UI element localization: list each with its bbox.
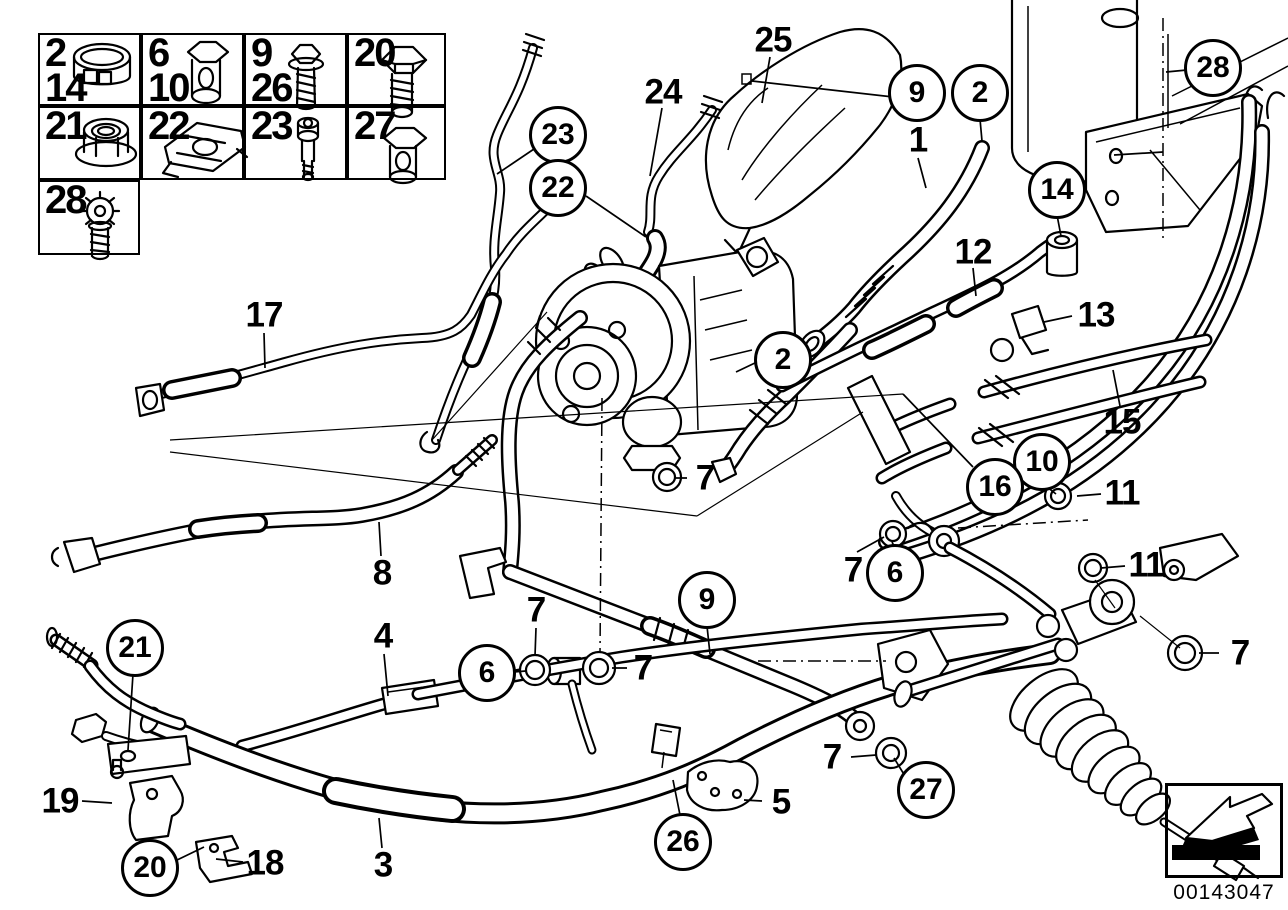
hose-4 xyxy=(242,619,1002,746)
callout-9[interactable]: 9 xyxy=(678,571,736,629)
twin-hoses-right xyxy=(880,340,1206,478)
callout-27[interactable]: 27 xyxy=(897,761,955,819)
callout-21[interactable]: 21 xyxy=(106,619,164,677)
callout-14[interactable]: 14 xyxy=(1028,161,1086,219)
legend-icon-hose-clamp xyxy=(72,42,132,86)
callout-5[interactable]: 5 xyxy=(771,782,791,822)
callout-19[interactable]: 19 xyxy=(41,781,80,821)
callout-16[interactable]: 16 xyxy=(966,458,1024,516)
legend-icon-hex-bolt xyxy=(380,45,428,119)
callout-26[interactable]: 26 xyxy=(654,813,712,871)
callout-24[interactable]: 24 xyxy=(644,72,683,112)
callout-6[interactable]: 6 xyxy=(866,544,924,602)
steering-rack xyxy=(876,532,1260,882)
callout-7[interactable]: 7 xyxy=(822,737,842,777)
legend-icon-shoulder-pin xyxy=(296,116,320,182)
callout-7[interactable]: 7 xyxy=(1230,633,1250,673)
callout-6[interactable]: 6 xyxy=(458,644,516,702)
callout-11[interactable]: 11 xyxy=(1104,473,1141,513)
hose-clamp-26 xyxy=(650,722,682,769)
pipe-17 xyxy=(134,200,556,418)
callout-22[interactable]: 22 xyxy=(529,159,587,217)
legend-icon-banjo-bolt-6 xyxy=(186,40,230,105)
callout-9[interactable]: 9 xyxy=(888,64,946,122)
o-ring-seals xyxy=(518,461,1204,770)
drawing-number: 00143047 xyxy=(1173,881,1275,904)
callout-7[interactable]: 7 xyxy=(695,458,715,498)
pipe-bracket xyxy=(458,546,508,600)
legend-icon-flange-nut xyxy=(74,117,138,168)
callout-20[interactable]: 20 xyxy=(121,839,179,897)
callout-18[interactable]: 18 xyxy=(246,843,285,883)
hose-8 xyxy=(50,438,494,574)
callout-3[interactable]: 3 xyxy=(373,845,393,885)
clamp-18 xyxy=(194,834,254,884)
clip-13 xyxy=(989,304,1050,363)
leader-lines xyxy=(81,56,1219,863)
legend-cell-21[interactable]: 21 xyxy=(38,106,141,180)
legend-number: 28 xyxy=(45,178,87,222)
callout-25[interactable]: 25 xyxy=(754,20,793,60)
legend-number: 9 xyxy=(251,31,273,75)
callout-7[interactable]: 7 xyxy=(526,590,546,630)
pipe-24 xyxy=(648,94,724,232)
hose-to-rack xyxy=(950,548,1050,614)
legend-number: 20 xyxy=(354,31,396,75)
pressure-pipe-9 xyxy=(510,572,876,742)
center-line xyxy=(599,397,603,655)
pressure-line-bracket-16 xyxy=(846,374,938,535)
center-line xyxy=(758,519,1089,662)
direction-arrow-box xyxy=(1165,783,1283,878)
direction-arrow-icon xyxy=(1172,792,1274,860)
bushing-14 xyxy=(1045,230,1079,277)
callout-4[interactable]: 4 xyxy=(373,616,393,656)
callout-1[interactable]: 1 xyxy=(908,120,928,160)
legend-cell-20[interactable]: 20 xyxy=(347,33,446,106)
legend-number: 26 xyxy=(251,66,293,110)
suction-pipe xyxy=(419,32,546,454)
legend-number: 27 xyxy=(354,104,396,148)
legend-number: 14 xyxy=(45,66,87,110)
callout-7[interactable]: 7 xyxy=(843,550,863,590)
power-steering-pump xyxy=(534,236,799,472)
legend-cell-22[interactable]: 22 xyxy=(141,106,244,180)
legend-number: 22 xyxy=(148,104,190,148)
legend-number: 10 xyxy=(148,66,190,110)
callout-11[interactable]: 11 xyxy=(1128,545,1165,585)
legend-number: 2 xyxy=(45,31,67,75)
callout-15[interactable]: 15 xyxy=(1103,402,1142,442)
callout-12[interactable]: 12 xyxy=(954,232,993,272)
legend-cell-27[interactable]: 27 xyxy=(347,106,446,180)
suction-hose-run xyxy=(509,318,580,572)
legend-number: 23 xyxy=(251,104,293,148)
bracket-5 xyxy=(685,759,759,812)
hose-end-fittings-left xyxy=(45,626,180,750)
callout-17[interactable]: 17 xyxy=(245,295,284,335)
construction-lines xyxy=(169,311,1181,649)
reservoir-bracket xyxy=(1084,92,1264,234)
callout-2[interactable]: 2 xyxy=(754,331,812,389)
legend-cell-23[interactable]: 23 xyxy=(244,106,347,180)
callout-2[interactable]: 2 xyxy=(951,64,1009,122)
legend-number: 6 xyxy=(148,31,170,75)
heat-shield xyxy=(704,28,903,256)
legend-icon-flanged-screw xyxy=(287,43,325,111)
legend-icon-banjo-bolt-27 xyxy=(382,126,428,185)
callout-8[interactable]: 8 xyxy=(372,553,392,593)
callout-7[interactable]: 7 xyxy=(633,648,653,688)
callout-13[interactable]: 13 xyxy=(1077,295,1116,335)
legend-cell-28[interactable]: 28 xyxy=(38,180,140,255)
callout-23[interactable]: 23 xyxy=(529,106,587,164)
legend-number: 21 xyxy=(45,104,87,148)
callout-28[interactable]: 28 xyxy=(1184,39,1242,97)
bracket-19 xyxy=(109,758,184,842)
legend-icon-torx-screw xyxy=(79,190,121,261)
